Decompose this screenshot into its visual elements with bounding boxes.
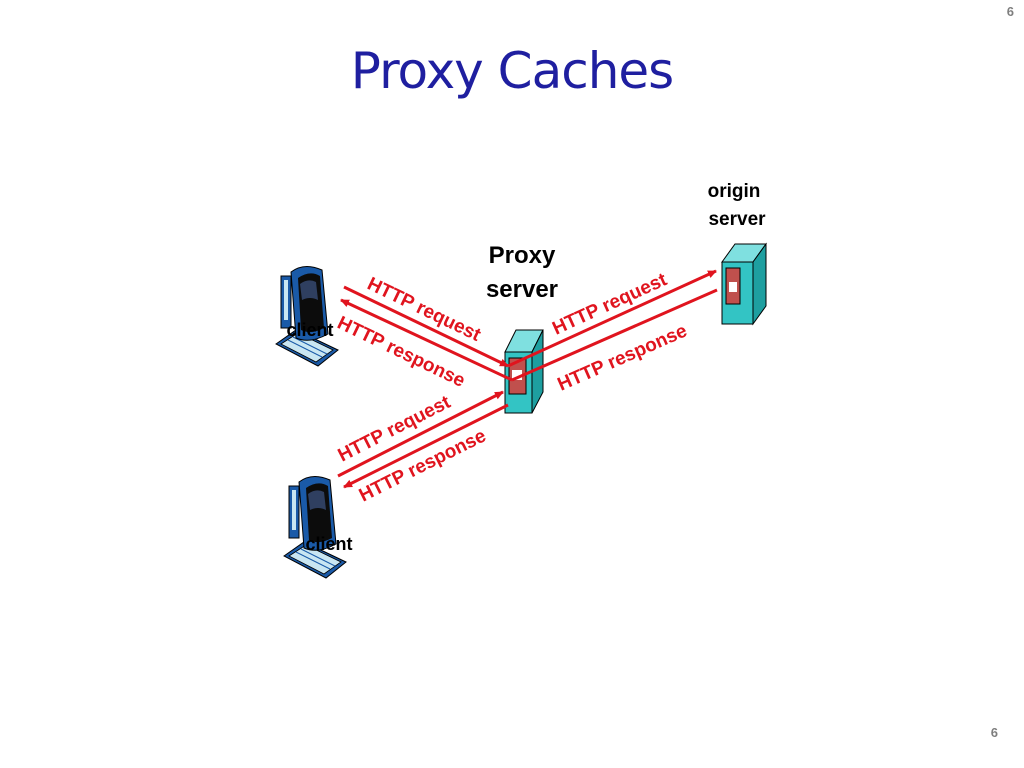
arrow-top-client-response — [340, 298, 513, 382]
arrow-origin-request — [507, 269, 717, 368]
client-top-computer-icon — [275, 266, 339, 367]
proxy-server-label-line2: server — [486, 276, 558, 303]
arrow-top-client-request — [343, 285, 509, 368]
client-bottom-label: client — [305, 534, 352, 554]
proxy-server-label-line1: Proxy — [489, 242, 556, 269]
page-number-top: 6 — [1006, 4, 1014, 19]
arrow-origin-response — [511, 288, 718, 382]
client-bottom-computer-icon — [283, 476, 347, 579]
arrow-bottom-client-request — [337, 390, 504, 478]
page-number-bottom: 6 — [990, 725, 998, 740]
origin-server-icon — [721, 242, 767, 326]
arrow-bottom-client-response — [343, 403, 509, 489]
origin-server-label-line2: server — [708, 209, 766, 230]
proxy-server-icon — [504, 329, 544, 414]
origin-server-label-line1: origin — [708, 181, 761, 202]
slide-title: Proxy Caches — [350, 42, 674, 100]
label-origin-request: HTTP request — [549, 269, 670, 339]
client-top-label: client — [286, 320, 333, 340]
